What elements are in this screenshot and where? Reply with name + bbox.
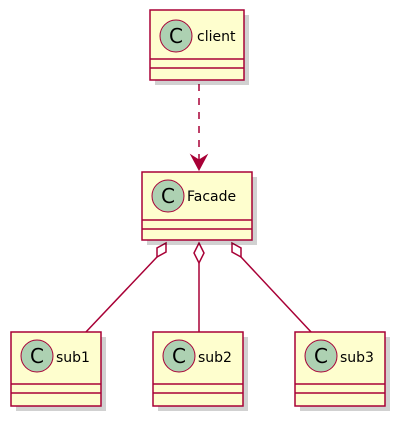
class-icon <box>162 339 196 373</box>
class-icon-letter: C <box>161 184 175 208</box>
class-icon <box>151 179 185 213</box>
class-name-sub1: sub1 <box>56 350 90 366</box>
class-icon-letter: C <box>172 344 186 368</box>
class-name-facade: Facade <box>187 189 236 205</box>
class-icon-letter: C <box>169 24 183 48</box>
dependency-arrowhead <box>189 153 209 172</box>
aggregation-edge-facade-sub3 <box>240 256 313 334</box>
class-name-sub3: sub3 <box>340 350 374 366</box>
class-icon <box>159 19 193 53</box>
class-icon <box>304 339 338 373</box>
class-box-sub3[interactable]: C sub3 <box>294 331 390 411</box>
relations <box>84 84 313 334</box>
class-box-client[interactable]: C client <box>149 9 249 85</box>
class-icon-letter: C <box>30 344 44 368</box>
class-box-sub1[interactable]: C sub1 <box>10 331 106 411</box>
class-box-sub2[interactable]: C sub2 <box>152 331 248 411</box>
aggregation-diamond-sub3 <box>231 241 242 259</box>
aggregation-diamond-sub1 <box>156 241 167 259</box>
class-box-facade[interactable]: C Facade <box>141 171 257 245</box>
class-name-client: client <box>197 29 236 45</box>
class-icon <box>20 339 54 373</box>
class-name-sub2: sub2 <box>198 350 232 366</box>
class-icon-letter: C <box>314 344 328 368</box>
aggregation-diamond-sub2 <box>193 241 205 265</box>
aggregation-edge-facade-sub1 <box>84 256 158 334</box>
